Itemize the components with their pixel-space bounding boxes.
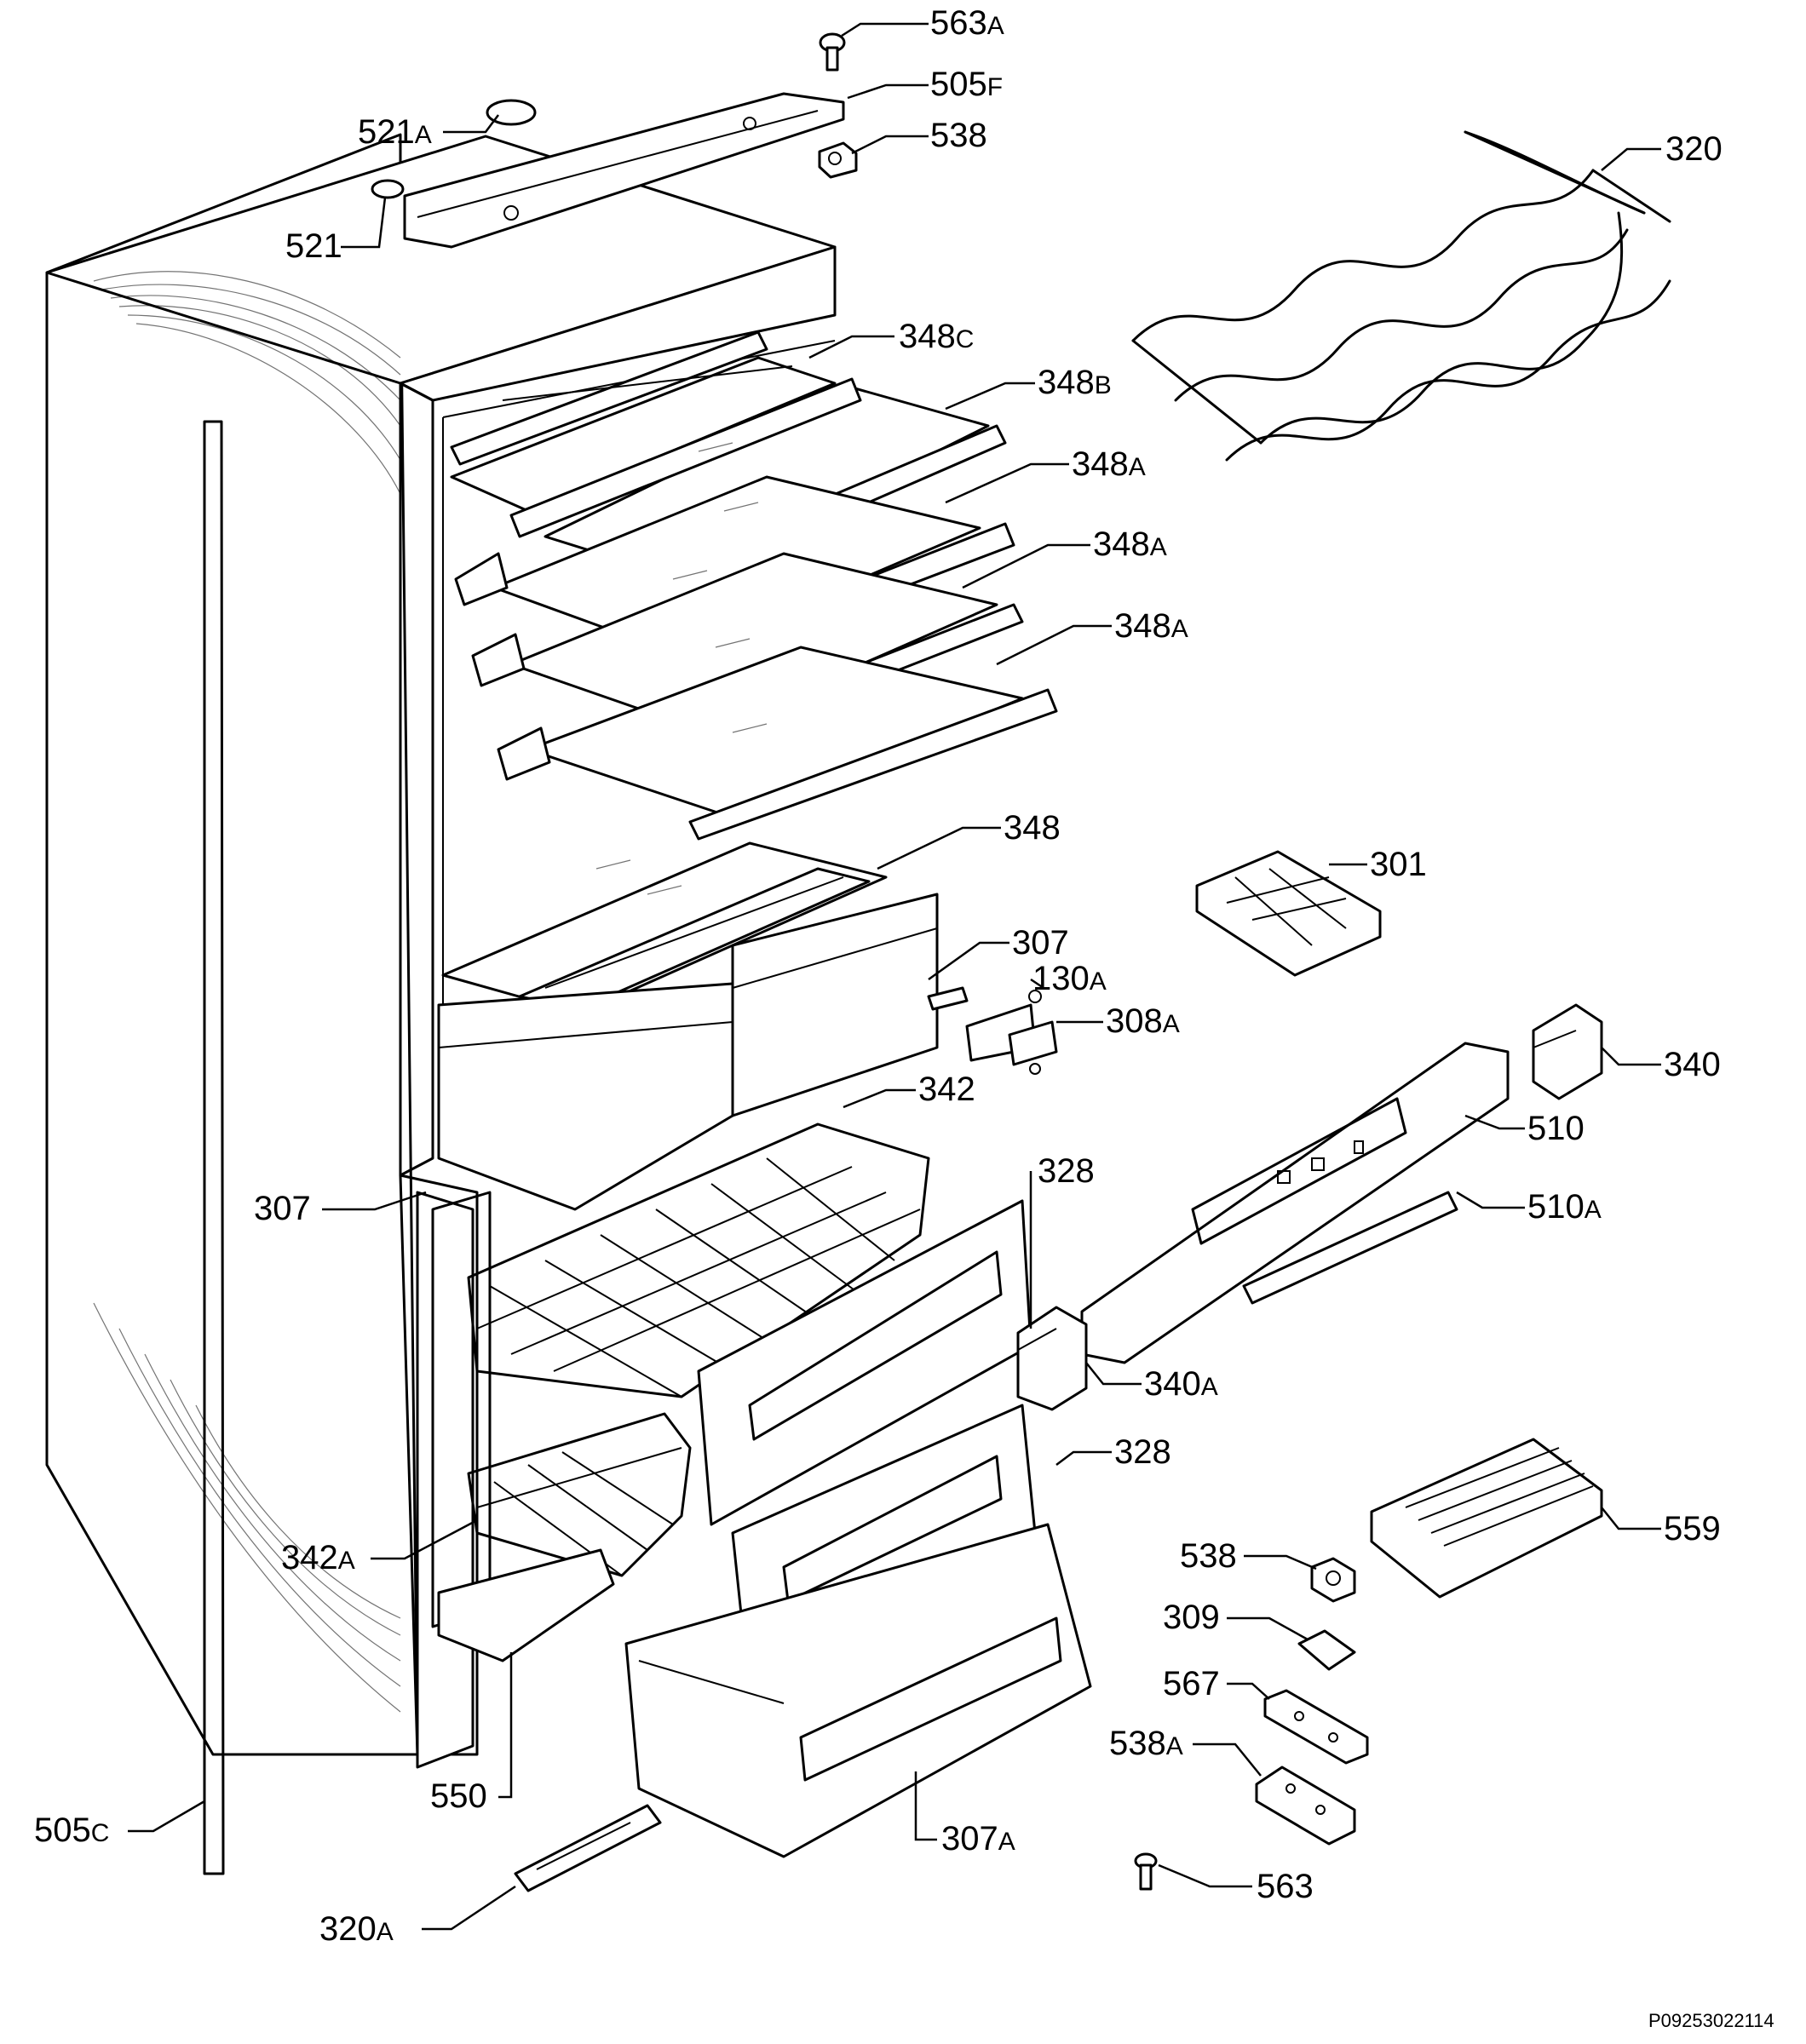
callout-labels: 563A 505F 521A 538 521 320 348C 348B 348… <box>34 4 1723 1948</box>
hinge-small-parts <box>927 986 1058 1075</box>
callout-567: 567 <box>1163 1665 1220 1702</box>
hinge-plate-538a <box>1255 1766 1356 1846</box>
callout-307-left: 307 <box>254 1190 311 1227</box>
callout-510: 510 <box>1527 1110 1585 1147</box>
callout-505f: 505F <box>930 66 1003 103</box>
callout-563: 563 <box>1257 1868 1314 1905</box>
callout-348a-3: 348A <box>1114 607 1188 645</box>
glass-shelves <box>441 330 1058 1015</box>
callout-342a: 342A <box>281 1539 355 1576</box>
screw-563 <box>1134 1852 1158 1891</box>
callout-538-lower: 538 <box>1180 1537 1237 1575</box>
callout-328-bottom: 328 <box>1114 1433 1171 1471</box>
drawer-runner <box>514 1804 662 1892</box>
freezer-basket-342a <box>467 1412 692 1577</box>
hinge-plate-567 <box>1263 1689 1369 1765</box>
top-hinge-bracket <box>371 32 858 249</box>
callout-510a: 510A <box>1527 1188 1602 1226</box>
control-panel-strip <box>1242 1191 1458 1305</box>
cap-521a <box>486 99 537 126</box>
callout-550: 550 <box>430 1777 487 1815</box>
callout-307a: 307A <box>941 1820 1015 1857</box>
callout-320a: 320A <box>319 1910 394 1948</box>
shelf-348a-3 <box>497 646 1058 841</box>
freezer-basket-342 <box>467 1122 930 1398</box>
base-cover-550 <box>437 1548 615 1662</box>
screw-563a <box>819 32 846 72</box>
callout-328-top: 328 <box>1038 1152 1095 1190</box>
hinge-538-top <box>818 141 858 179</box>
cabinet-hatching <box>93 271 401 1713</box>
document-code: P09253022114 <box>1648 2010 1774 2031</box>
callout-342: 342 <box>918 1071 975 1108</box>
hinge-538-lower <box>1310 1557 1356 1603</box>
bottle-rack <box>1131 130 1671 462</box>
callout-301: 301 <box>1370 846 1427 883</box>
callout-348b: 348B <box>1038 364 1112 401</box>
callout-320: 320 <box>1665 130 1723 168</box>
callout-348a-1: 348A <box>1072 445 1146 483</box>
callout-538-top: 538 <box>930 117 987 154</box>
end-cap-340 <box>1532 1003 1603 1100</box>
door-gasket <box>203 420 225 1875</box>
callout-563a: 563A <box>930 4 1004 42</box>
freezer-drawer <box>624 1523 1092 1858</box>
cover-309 <box>1297 1629 1356 1671</box>
callout-521: 521 <box>285 227 342 265</box>
shelf-348c <box>450 330 837 513</box>
callout-348: 348 <box>1004 809 1061 847</box>
callout-348c: 348C <box>899 318 974 355</box>
callout-309: 309 <box>1163 1599 1220 1636</box>
callout-538a: 538A <box>1109 1725 1183 1762</box>
callout-130a: 130A <box>1032 960 1107 997</box>
callout-505c: 505C <box>34 1811 109 1849</box>
callout-340: 340 <box>1664 1046 1721 1083</box>
callout-348a-2: 348A <box>1093 525 1167 563</box>
callout-340a: 340A <box>1144 1365 1218 1403</box>
callout-559: 559 <box>1664 1510 1721 1547</box>
ice-tray <box>1195 850 1382 977</box>
end-cap-340a <box>1016 1306 1088 1411</box>
crisper-drawer-left <box>437 982 734 1211</box>
callout-308a: 308A <box>1106 1002 1180 1040</box>
cap-521 <box>371 179 405 199</box>
crisper-drawers <box>437 893 939 1211</box>
glass-glints <box>595 442 768 895</box>
callout-521a: 521A <box>358 113 432 151</box>
vent-grille <box>1370 1438 1603 1599</box>
crisper-drawer-right <box>731 893 939 1117</box>
callout-307-top: 307 <box>1012 924 1069 962</box>
leader-lines <box>128 22 1661 1931</box>
